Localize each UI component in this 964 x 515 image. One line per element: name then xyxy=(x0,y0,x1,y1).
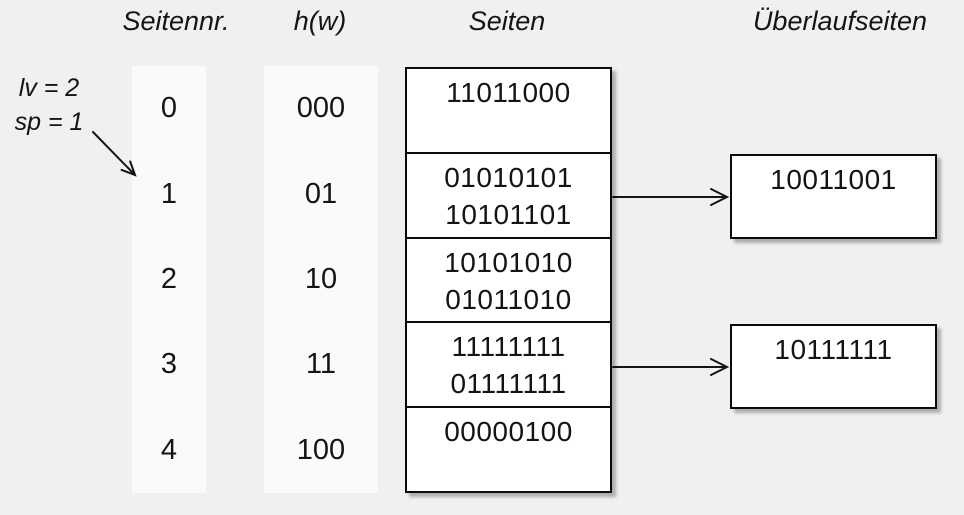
hash-value-cell: 11 xyxy=(305,348,337,381)
page-number-cell: 0 xyxy=(160,92,178,125)
down-right-arrow-icon xyxy=(92,131,137,177)
overflow-page-row-3: 10111111 xyxy=(730,324,937,409)
header-pages: Seiten xyxy=(468,6,546,36)
page-entry: 11011000 xyxy=(446,77,571,108)
page-entry: 11111111 xyxy=(451,331,566,363)
page-number-cell: 4 xyxy=(160,433,178,466)
overflow-page-row-1: 10011001 xyxy=(730,154,937,239)
page-number-cell: 2 xyxy=(160,263,178,296)
page-row-0: 11011000 xyxy=(407,69,610,154)
page-row-1: 01010101 10101101 xyxy=(407,154,610,239)
split-pointer-value: sp = 1 xyxy=(14,108,84,136)
page-number-cell: 1 xyxy=(160,177,178,210)
hash-value-cell: 01 xyxy=(304,177,338,210)
hash-value-cell: 10 xyxy=(304,263,338,296)
page-entry: 10101101 xyxy=(445,198,572,230)
page-entry: 01011010 xyxy=(445,283,572,315)
right-arrow-icon xyxy=(612,358,730,376)
header-overflow-pages: Überlaufseiten xyxy=(752,6,928,36)
page-number-column: 0 1 2 3 4 xyxy=(132,66,206,493)
page-entry: 10101010 xyxy=(444,246,573,278)
level-split-annotation: lv = 2 sp = 1 xyxy=(6,71,92,139)
hash-value-cell: 000 xyxy=(296,92,346,125)
page-row-3: 11111111 01111111 xyxy=(407,323,610,409)
page-entry: 01111111 xyxy=(450,368,567,400)
page-number-cell: 3 xyxy=(160,348,178,381)
page-row-2: 10101010 01011010 xyxy=(407,239,610,324)
header-page-number: Seitennr. xyxy=(122,6,230,36)
hash-value-cell: 100 xyxy=(296,433,346,466)
hash-value-column: 000 01 10 11 100 xyxy=(264,66,378,493)
overflow-entry: 10111111 xyxy=(774,334,893,365)
page-row-4: 00000100 xyxy=(407,408,610,491)
page-entry: 00000100 xyxy=(444,416,573,448)
pages-table: 11011000 01010101 10101101 10101010 0101… xyxy=(405,67,612,493)
header-hash-function: h(w) xyxy=(293,6,347,36)
level-value: lv = 2 xyxy=(18,74,80,102)
right-arrow-icon xyxy=(612,188,730,206)
overflow-entry: 10011001 xyxy=(770,164,897,195)
page-entry: 01010101 xyxy=(444,161,573,193)
